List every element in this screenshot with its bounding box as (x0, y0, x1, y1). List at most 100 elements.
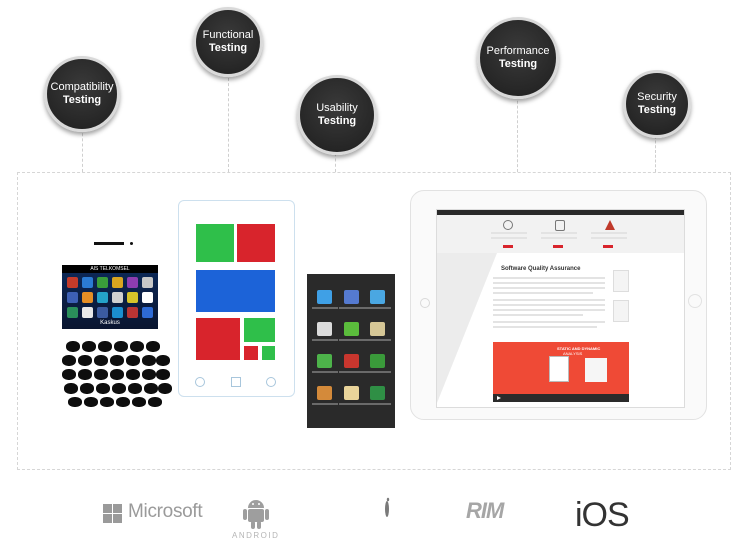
wp-tile-green (262, 346, 275, 360)
app-label (365, 371, 391, 373)
app-icon (67, 277, 78, 288)
keyboard-key (144, 383, 158, 394)
text-line (493, 314, 583, 316)
rim-logo: RIM (466, 498, 504, 523)
text-line (491, 232, 527, 234)
app-icon (370, 322, 385, 336)
keyboard-key (78, 355, 92, 366)
keyboard-key (146, 341, 160, 352)
app-label (339, 339, 365, 341)
keyboard-key (80, 383, 94, 394)
app-icon (112, 292, 123, 303)
app-icon (97, 277, 108, 288)
android-phone-device (307, 274, 395, 428)
microsoft-wordmark: Microsoft (128, 501, 203, 522)
app-icon (344, 386, 359, 400)
sidebar-thumbnail[interactable] (613, 300, 629, 322)
bubble-label: Compatibility (50, 81, 114, 93)
app-icon (142, 292, 153, 303)
connector-functional (228, 73, 229, 172)
keyboard-key (156, 369, 170, 380)
app-icon (82, 307, 93, 318)
bubble-label-bold: Testing (498, 58, 538, 70)
app-label (339, 371, 365, 373)
app-icon (317, 354, 332, 368)
keyboard-key (114, 341, 128, 352)
read-more-button[interactable] (503, 245, 513, 248)
banner-chart-graphic (585, 358, 607, 382)
text-line (493, 277, 605, 279)
bubble-functional-testing: Functional Testing (193, 7, 263, 77)
text-line (541, 237, 577, 239)
text-line (493, 321, 605, 323)
read-more-button[interactable] (553, 245, 563, 248)
blackberry-app-label: Kaskus (100, 320, 120, 326)
app-icon (317, 386, 332, 400)
microsoft-windows-icon (103, 514, 112, 523)
video-controls[interactable] (493, 394, 629, 402)
wp-tile-red (237, 224, 275, 262)
keyboard-key (100, 397, 114, 407)
keyboard-key (66, 341, 80, 352)
keyboard-key (110, 355, 124, 366)
blackberry-led (130, 242, 133, 245)
app-label (312, 371, 338, 373)
site-top-bar (437, 210, 684, 215)
app-label (365, 307, 391, 309)
tablet-screen: Software Quality Assurance STATIC AND DY… (436, 209, 685, 408)
keyboard-key (130, 341, 144, 352)
keyboard-key (126, 355, 140, 366)
bubble-usability-testing: Usability Testing (297, 75, 377, 155)
wp-back-icon (195, 377, 205, 387)
bubble-label-bold: Testing (317, 115, 357, 127)
keyboard-key (126, 369, 140, 380)
keyboard-key (132, 397, 146, 407)
app-label (365, 403, 391, 405)
app-icon (142, 307, 153, 318)
lock-icon (555, 220, 565, 231)
bubble-label: Security (637, 91, 677, 103)
microsoft-windows-icon (113, 514, 122, 523)
keyboard-key (98, 341, 112, 352)
text-line (493, 299, 605, 301)
text-line (493, 292, 593, 294)
keyboard-key (148, 397, 162, 407)
tablet-home-button[interactable] (688, 294, 702, 308)
keyboard-key (78, 369, 92, 380)
microsoft-windows-icon (103, 504, 112, 513)
connector-usability (335, 148, 336, 172)
connector-security (655, 131, 656, 172)
app-icon (370, 354, 385, 368)
sidebar-thumbnail[interactable] (613, 270, 629, 292)
keyboard-key (62, 355, 76, 366)
android-wordmark: ANDROID (232, 531, 280, 540)
wp-tile-blue (196, 270, 275, 312)
keyboard-key (68, 397, 82, 407)
bubble-label: Usability (316, 102, 358, 114)
page-heading: Software Quality Assurance (501, 266, 581, 272)
bubble-performance-testing: Performance Testing (477, 17, 559, 99)
play-icon[interactable] (497, 396, 501, 400)
bubble-label: Functional (202, 29, 254, 41)
blackberry-speaker (94, 242, 124, 245)
android-robot-icon (243, 500, 269, 529)
text-line (591, 232, 627, 234)
app-icon (67, 307, 78, 318)
keyboard-key (116, 397, 130, 407)
keyboard-key (62, 369, 76, 380)
read-more-button[interactable] (603, 245, 613, 248)
app-icon (112, 277, 123, 288)
windows-icon (231, 377, 241, 387)
video-banner[interactable]: STATIC AND DYNAMIC ANALYSIS (493, 342, 629, 402)
text-line (541, 232, 577, 234)
keyboard-key (84, 397, 98, 407)
wp-search-icon (266, 377, 276, 387)
keyboard-key (128, 383, 142, 394)
magnifier-icon (503, 220, 513, 230)
devices-frame (17, 172, 731, 470)
apple-icon (385, 497, 390, 517)
blackberry-carrier: AIS TELKOMSEL (62, 265, 158, 273)
blackberry-screen: AIS TELKOMSEL Kaskus (62, 265, 158, 329)
app-icon (82, 277, 93, 288)
keyboard-key (94, 355, 108, 366)
